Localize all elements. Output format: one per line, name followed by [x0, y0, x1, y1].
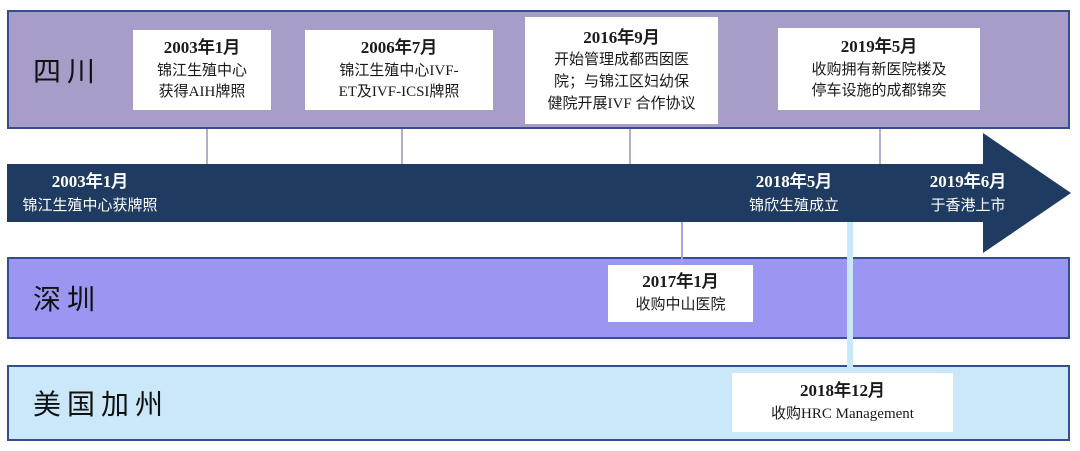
timeline-arrow-body [7, 164, 985, 222]
connector-sichuan-2006 [401, 129, 403, 164]
region-label-shenzhen: 深圳 [33, 285, 102, 316]
event-date: 2019年5月 [840, 36, 918, 56]
arrow-milestone-2019: 2019年6月 于香港上市 [893, 167, 1043, 219]
event-text: 收购中山医院 [635, 296, 726, 313]
event-card-sichuan-2003: 2003年1月 锦江生殖中心 获得AIH牌照 [133, 30, 271, 110]
connector-sichuan-2019 [879, 129, 881, 164]
event-text: 锦江生殖中心 获得AIH牌照 [156, 62, 247, 101]
connector-california-2018 [847, 220, 853, 373]
event-card-sichuan-2006: 2006年7月 锦江生殖中心IVF- ET及IVF-ICSI牌照 [305, 30, 493, 110]
milestone-date: 2019年6月 [929, 172, 1007, 191]
event-date: 2016年9月 [583, 27, 660, 47]
event-text: 收购HRC Management [771, 405, 914, 422]
event-text: 锦江生殖中心IVF- ET及IVF-ICSI牌照 [338, 62, 460, 101]
connector-shenzhen-2017 [681, 220, 683, 265]
milestone-text: 于香港上市 [930, 197, 1006, 214]
region-label-sichuan: 四川 [33, 56, 102, 88]
event-date: 2018年12月 [800, 381, 885, 401]
region-band-shenzhen: 深圳 [7, 257, 1070, 339]
milestone-text: 锦江生殖中心获牌照 [22, 197, 158, 214]
timeline-arrow-head [983, 133, 1071, 253]
event-date: 2003年1月 [163, 37, 241, 57]
connector-sichuan-2003 [206, 129, 208, 164]
event-text: 收购拥有新医院楼及 停车设施的成都锦奕 [811, 61, 947, 100]
event-card-california-2018: 2018年12月 收购HRC Management [732, 373, 953, 432]
event-date: 2017年1月 [642, 272, 719, 292]
arrow-milestone-2018: 2018年5月 锦欣生殖成立 [715, 167, 873, 219]
event-text: 开始管理成都西囡医 院；与锦江区妇幼保 健院开展IVF 合作协议 [547, 52, 696, 112]
milestone-text: 锦欣生殖成立 [748, 197, 839, 214]
connector-sichuan-2016 [629, 129, 631, 164]
event-card-sichuan-2016: 2016年9月 开始管理成都西囡医 院；与锦江区妇幼保 健院开展IVF 合作协议 [525, 17, 718, 124]
milestone-date: 2003年1月 [51, 172, 129, 191]
milestone-date: 2018年5月 [755, 172, 833, 191]
event-card-shenzhen-2017: 2017年1月 收购中山医院 [608, 265, 753, 322]
arrow-milestone-2003: 2003年1月 锦江生殖中心获牌照 [10, 167, 170, 219]
region-label-california: 美国加州 [33, 390, 170, 421]
event-date: 2006年7月 [360, 37, 438, 57]
event-card-sichuan-2019: 2019年5月 收购拥有新医院楼及 停车设施的成都锦奕 [778, 28, 980, 110]
